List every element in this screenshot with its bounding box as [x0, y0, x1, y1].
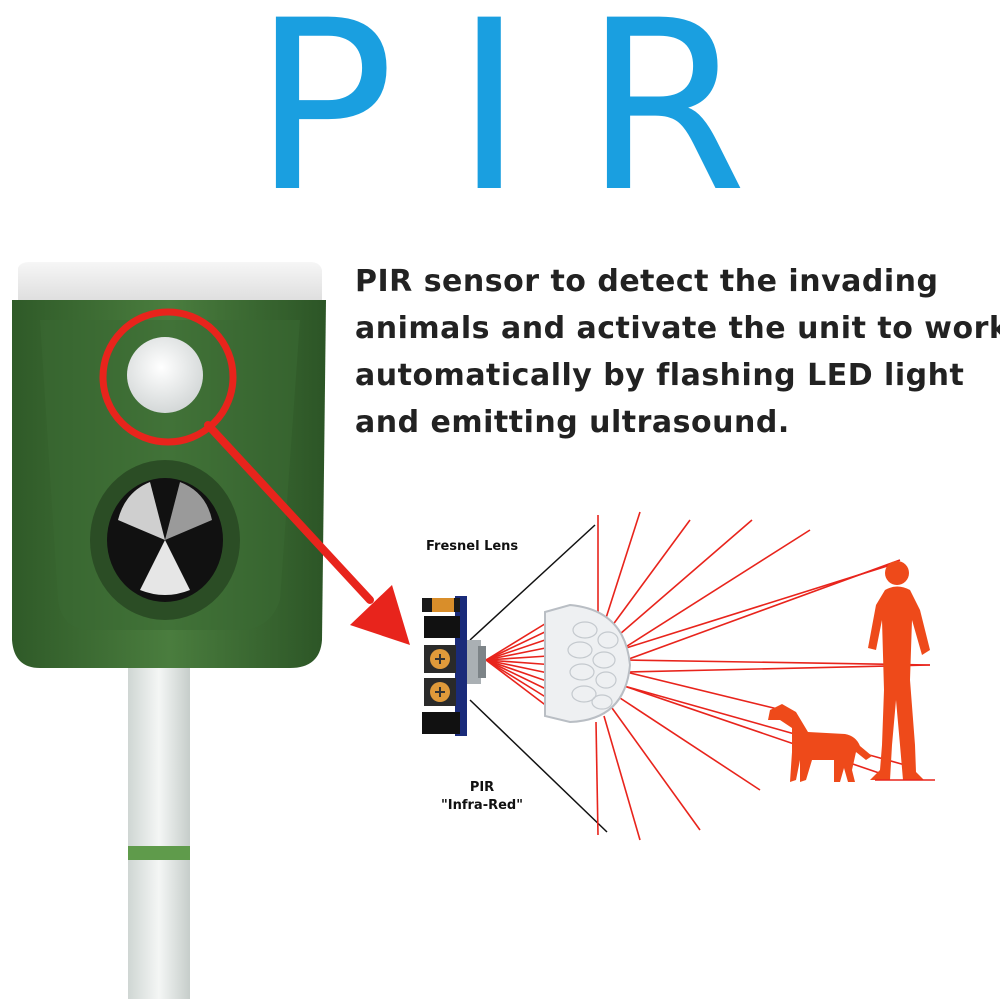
- ray-line: [485, 629, 549, 661]
- ray-line: [485, 655, 549, 661]
- ray-line: [485, 659, 549, 674]
- ray-line: [485, 646, 549, 661]
- pole: [128, 660, 190, 999]
- ray-line: [625, 561, 901, 649]
- human-silhouette-icon: [868, 561, 930, 780]
- pir-label: PIR: [469, 780, 495, 795]
- ray-line: [611, 519, 691, 627]
- ray-line: [619, 697, 761, 791]
- ray-line: [485, 659, 549, 666]
- pir-circuit-board: [422, 596, 486, 736]
- speaker-icon: [90, 460, 240, 620]
- ray-line: [485, 659, 549, 708]
- ray-line: [485, 621, 549, 661]
- page-title: PIR: [252, 0, 808, 244]
- ray-line: [485, 659, 549, 691]
- description-line-4: and emitting ultrasound.: [355, 405, 790, 440]
- ray-line: [625, 671, 791, 713]
- pointer-arrow: [204, 421, 410, 645]
- ray-line: [603, 715, 641, 841]
- ray-line: [627, 664, 931, 673]
- ray-line: [625, 659, 931, 666]
- ray-line: [485, 659, 549, 683]
- ray-line: [623, 529, 811, 649]
- description-line-1: PIR sensor to detect the invading: [355, 264, 939, 299]
- ray-line: [619, 519, 753, 635]
- fresnel-lens-label: Fresnel Lens: [426, 539, 519, 554]
- highlight-circle: [99, 308, 237, 446]
- guide-lines: [469, 524, 608, 833]
- infrared-rays: [485, 511, 931, 841]
- fresnel-lens-icon: [544, 603, 632, 724]
- ray-line: [611, 707, 701, 831]
- ray-line: [485, 638, 549, 661]
- description-line-3: automatically by flashing LED light: [355, 358, 965, 393]
- pir-lens-icon: [127, 337, 203, 413]
- dog-silhouette-icon: [768, 704, 872, 782]
- description-text: PIR sensor to detect the invading animal…: [355, 258, 1000, 446]
- ray-line: [485, 659, 549, 700]
- repeller-device: [12, 262, 326, 668]
- ray-line: [605, 511, 641, 619]
- description-line-2: animals and activate the unit to work: [355, 311, 1000, 346]
- ray-line: [595, 721, 599, 836]
- infra-red-label: "Infra-Red": [440, 798, 523, 813]
